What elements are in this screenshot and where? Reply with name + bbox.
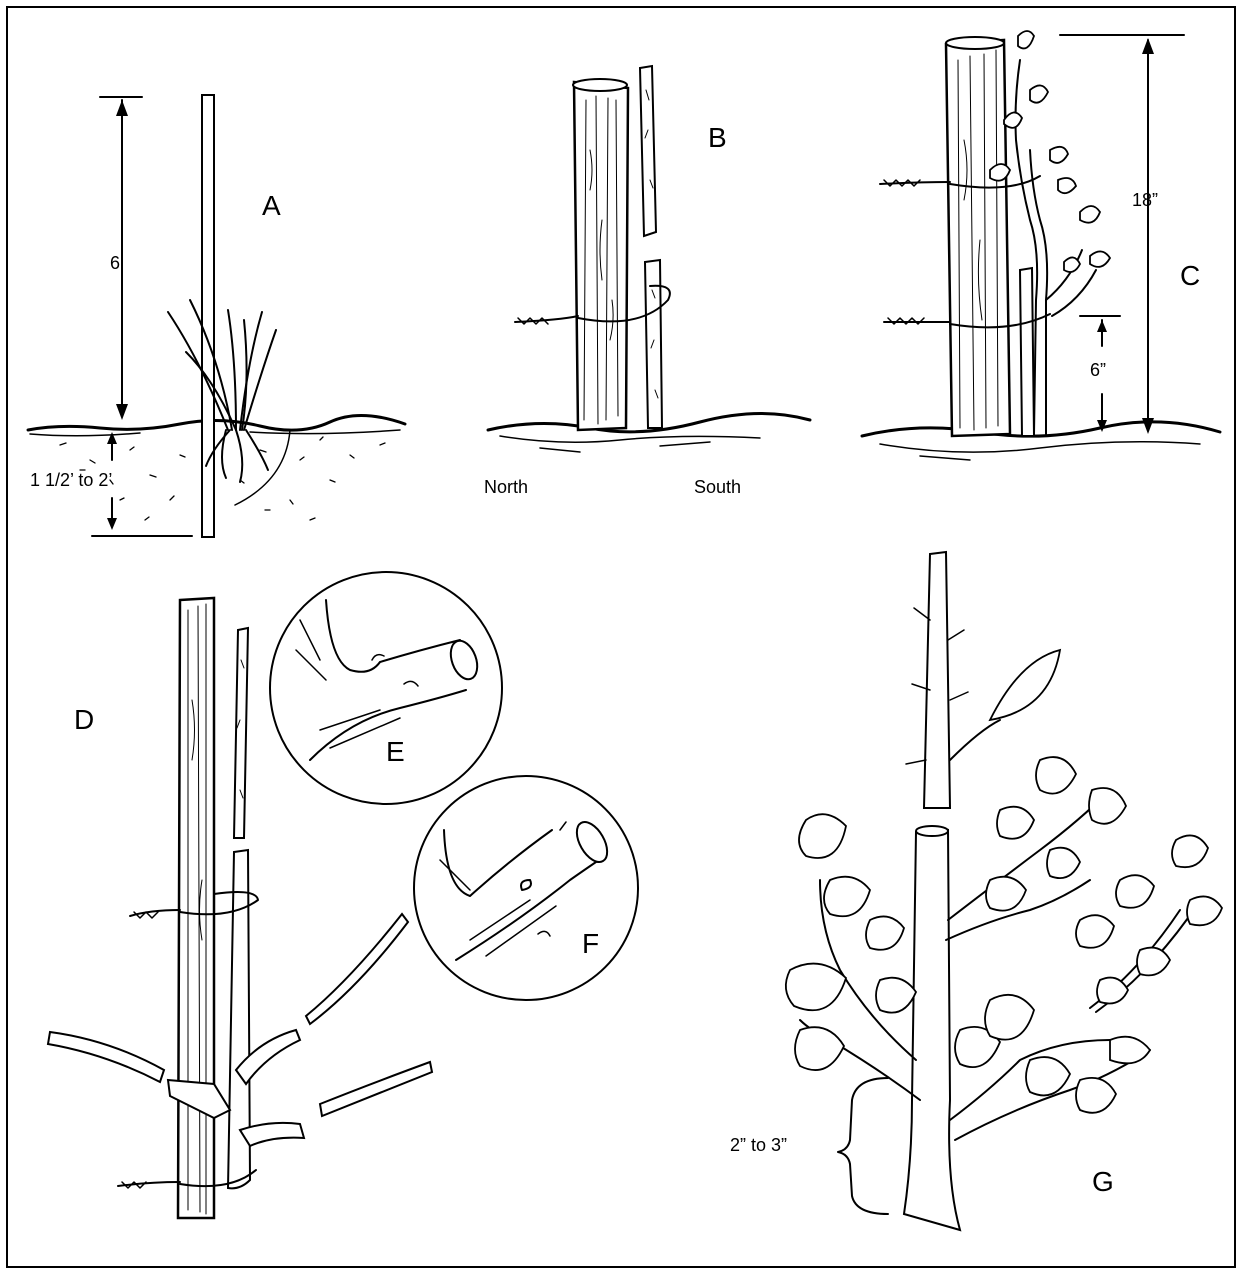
grass-seedling bbox=[168, 300, 276, 482]
panel-b-drawing bbox=[488, 66, 810, 452]
panel-c-drawing bbox=[862, 31, 1220, 460]
panel-g-stem-length-label: 2” to 3” bbox=[730, 1136, 787, 1154]
panel-d-label: D bbox=[74, 706, 94, 734]
panel-b-south-label: South bbox=[694, 478, 741, 496]
panel-g-label: G bbox=[1092, 1168, 1114, 1196]
panel-a-depth-label: 1 1/2’ to 2’ bbox=[30, 471, 112, 489]
panel-a-height-label: 6’ bbox=[110, 254, 124, 272]
panel-b-label: B bbox=[708, 124, 727, 152]
panel-b-north-label: North bbox=[484, 478, 528, 496]
panel-f-label: F bbox=[582, 930, 599, 958]
pruned-shoot-leaves bbox=[1076, 836, 1222, 1004]
panel-c-total-height-label: 18” bbox=[1132, 191, 1158, 209]
detail-f-circle bbox=[414, 776, 638, 1000]
panel-c-lower-height-label: 6” bbox=[1090, 361, 1106, 379]
panel-e-label: E bbox=[386, 738, 405, 766]
panel-g-drawing bbox=[786, 552, 1222, 1230]
panel-c-label: C bbox=[1180, 262, 1200, 290]
panel-a-label: A bbox=[262, 192, 281, 220]
detail-e-circle bbox=[270, 572, 502, 804]
